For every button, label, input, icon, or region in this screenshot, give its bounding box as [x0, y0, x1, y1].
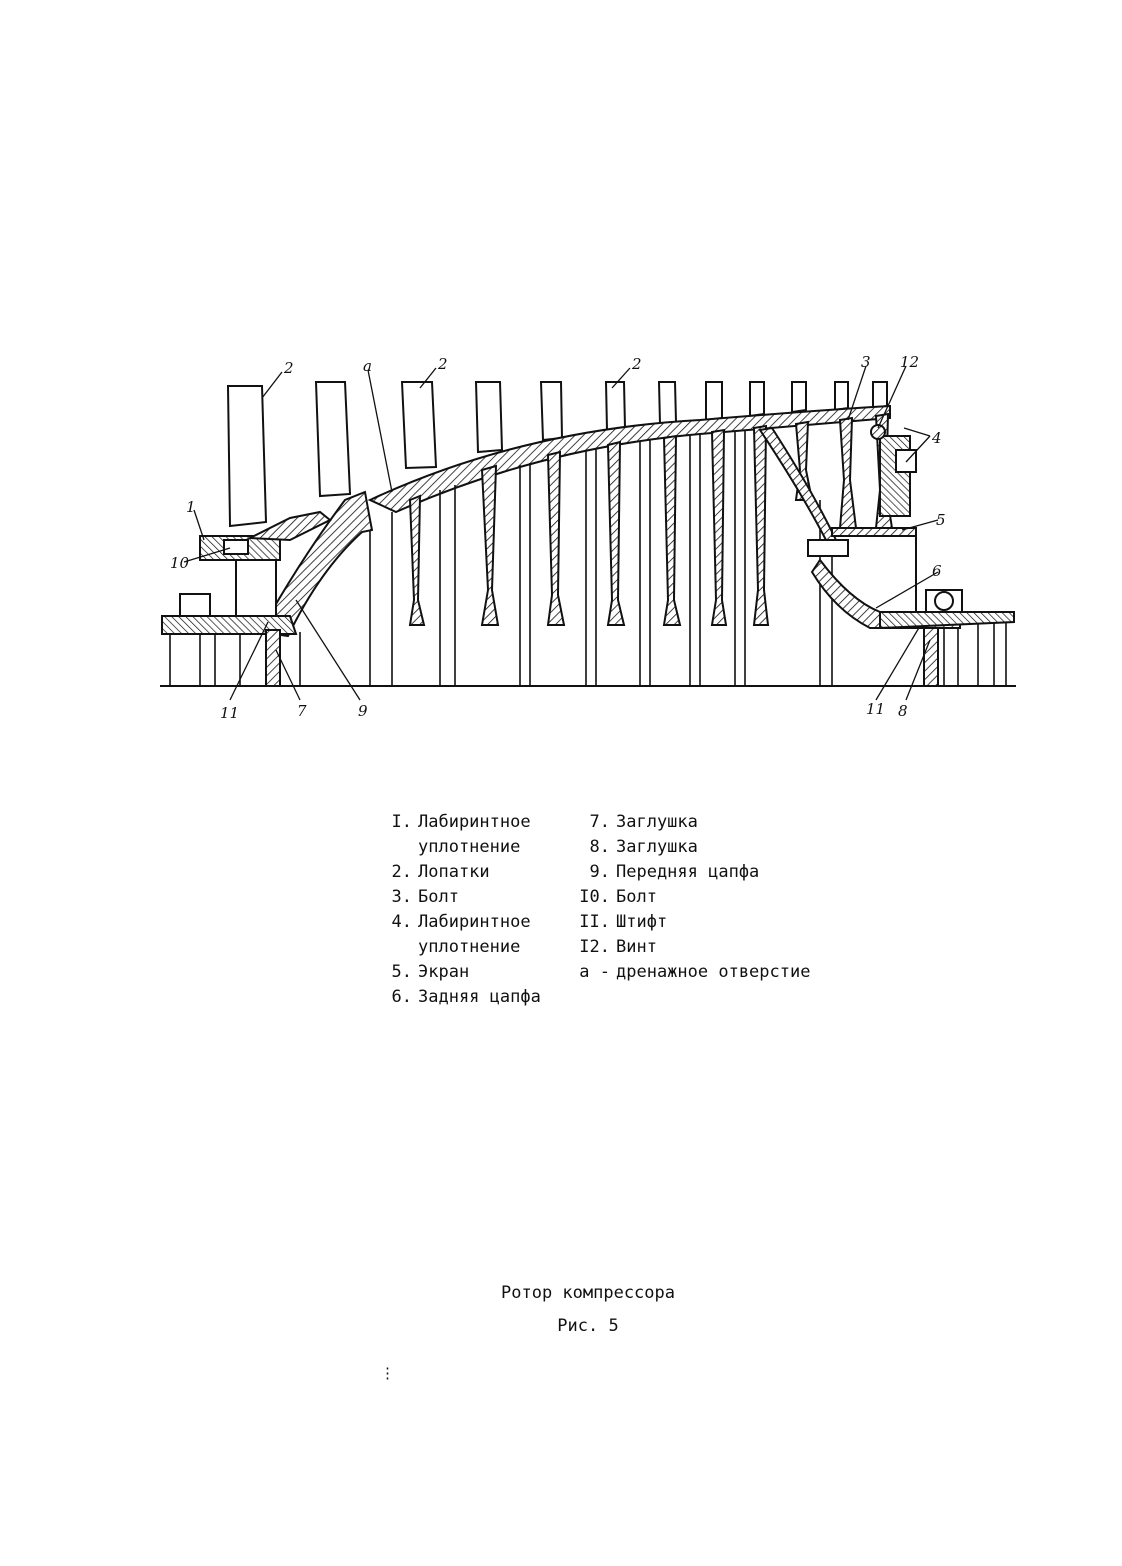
callout-labels: 2 2 2 a 3 12 4 5 6 1 10 11 7 9 11 8 — [170, 353, 946, 722]
legend-number: II. — [579, 912, 610, 932]
legend-text-continuation: уплотнение — [418, 837, 521, 857]
front-seal-housing — [235, 559, 277, 617]
legend-number: I0. — [579, 887, 610, 907]
legend-entry-12: I2. Винт — [578, 935, 878, 960]
front-bearing — [179, 593, 211, 617]
legend-entry-2: 2. Лопатки — [380, 860, 580, 885]
legend-number: 5. — [391, 962, 412, 982]
front-hub — [246, 510, 332, 542]
callout-11b: 11 — [866, 700, 885, 718]
legend-entry-7: 7. Заглушка — [578, 810, 878, 835]
callout-2a: 2 — [283, 359, 294, 377]
rotor-disks — [408, 412, 894, 626]
callout-4: 4 — [931, 429, 942, 447]
legend-number: 3. — [391, 887, 412, 907]
callout-9: 9 — [358, 702, 368, 720]
legend-number: I2. — [579, 937, 610, 957]
legend-number: I. — [391, 812, 412, 832]
legend-entry-11: II. Штифт — [578, 910, 878, 935]
callout-6: 6 — [932, 562, 942, 580]
callout-7: 7 — [297, 702, 307, 720]
figure-caption-title: Ротор компрессора — [501, 1283, 675, 1303]
legend-number: 9. — [589, 862, 610, 882]
legend-left-column: I. Лабиринтное уплотнение 2. Лопатки 3. … — [380, 810, 580, 1010]
callout-11a: 11 — [220, 704, 239, 722]
screw-12 — [870, 424, 886, 440]
front-trunnion — [258, 490, 374, 638]
callout-1: 1 — [186, 498, 196, 516]
legend-number: 8. — [589, 837, 610, 857]
figure-number: Рис. 5 — [557, 1316, 619, 1336]
labyrinth-seal-4 — [879, 435, 911, 517]
legend-number: 2. — [391, 862, 412, 882]
callout-2b: 2 — [437, 355, 448, 373]
page-mark: ⋮ — [380, 1364, 395, 1382]
legend-text: Лабиринтное — [418, 812, 531, 832]
legend-text-continuation: уплотнение — [418, 937, 521, 957]
rotor-blades — [226, 381, 888, 528]
legend-text: Заглушка — [616, 837, 698, 857]
legend-text: Заглушка — [616, 812, 698, 832]
legend-entry-10: I0. Болт — [578, 885, 878, 910]
legend-text: Лабиринтное — [418, 912, 531, 932]
legend-entry-4: 4. Лабиринтное уплотнение — [380, 910, 580, 960]
legend-entry-1: I. Лабиринтное уплотнение — [380, 810, 580, 860]
legend-number: а - — [579, 962, 610, 982]
legend-text: Передняя цапфа — [616, 862, 760, 882]
rear-bearing-ball — [934, 591, 954, 611]
legend-number: 4. — [391, 912, 412, 932]
legend-text: Болт — [418, 887, 459, 907]
legend-entry-6: 6. Задняя цапфа — [380, 985, 580, 1010]
legend-text: Винт — [616, 937, 657, 957]
legend-entry-9: 9. Передняя цапфа — [578, 860, 878, 885]
seal-4-slot — [895, 449, 917, 473]
plug-7 — [265, 629, 281, 687]
legend-entry-3: 3. Болт — [380, 885, 580, 910]
drum-shell — [367, 404, 891, 514]
legend-number: 6. — [391, 987, 412, 1007]
legend-number: 7. — [589, 812, 610, 832]
legend-entry-a: а - дренажное отверстие — [578, 960, 878, 985]
legend-entry-5: 5. Экран — [380, 960, 580, 985]
rear-trunnion — [810, 558, 961, 629]
legend-text: Лопатки — [418, 862, 490, 882]
bolt-3 — [807, 539, 849, 557]
callout-a: a — [363, 357, 372, 375]
legend-text: Штифт — [616, 912, 668, 932]
callout-5: 5 — [936, 511, 946, 529]
bore-lines — [169, 430, 1007, 686]
legend-text: дренажное отверстие — [616, 962, 811, 982]
callout-12: 12 — [900, 353, 919, 371]
callout-8: 8 — [898, 702, 908, 720]
bolt-10 — [223, 539, 249, 555]
legend-text: Болт — [616, 887, 657, 907]
callout-10: 10 — [170, 554, 190, 572]
callout-3: 3 — [861, 353, 871, 371]
callout-2c: 2 — [631, 355, 642, 373]
legend-right-column: 7. Заглушка 8. Заглушка 9. Передняя цапф… — [578, 810, 878, 985]
legend-text: Экран — [418, 962, 470, 982]
legend-entry-8: 8. Заглушка — [578, 835, 878, 860]
leader-lines — [183, 365, 939, 701]
rear-shaft — [879, 611, 1015, 630]
legend-text: Задняя цапфа — [418, 987, 541, 1007]
plug-8 — [923, 627, 939, 687]
